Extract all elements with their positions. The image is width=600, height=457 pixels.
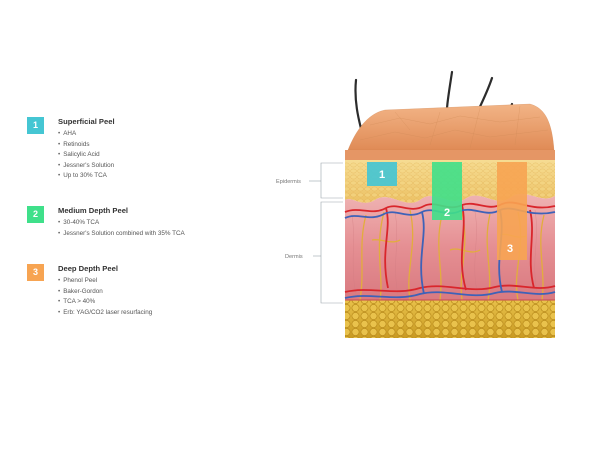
list-item: Salicylic Acid <box>58 150 114 161</box>
peel-1-title: Superficial Peel <box>58 117 115 126</box>
peel-1-badge: 1 <box>27 117 44 134</box>
dermis-bracket <box>313 201 343 304</box>
list-item: AHA <box>58 129 114 140</box>
peel-2-title: Medium Depth Peel <box>58 206 129 215</box>
list-item: TCA > 40% <box>58 297 152 308</box>
epidermis-bracket <box>309 162 343 199</box>
list-item: Jessner's Solution <box>58 161 114 172</box>
list-item: 30-40% TCA <box>58 218 185 229</box>
skin-surface <box>348 104 554 150</box>
peel-2-list: 30-40% TCA Jessner's Solution combined w… <box>58 218 185 239</box>
peel-3-badge: 3 <box>27 264 44 281</box>
list-item: Jessner's Solution combined with 35% TCA <box>58 229 185 240</box>
peel-2-badge: 2 <box>27 206 44 223</box>
list-item: Baker-Gordon <box>58 287 152 298</box>
list-item: Retinoids <box>58 140 114 151</box>
peel-marker-3: 3 <box>497 162 527 260</box>
svg-text:3: 3 <box>507 243 513 255</box>
list-item: Up to 30% TCA <box>58 171 114 182</box>
peel-3-list: Phenol Peel Baker-Gordon TCA > 40% Erb: … <box>58 276 152 318</box>
surface-rim <box>345 150 555 160</box>
peel-marker-1: 1 <box>367 162 397 186</box>
svg-text:2: 2 <box>444 207 450 219</box>
svg-text:1: 1 <box>379 169 385 181</box>
list-item: Erb: YAG/CO2 laser resurfacing <box>58 308 152 319</box>
peel-3-title: Deep Depth Peel <box>58 264 118 273</box>
epidermis-label: Epidermis <box>276 179 301 185</box>
dermis-label: Dermis <box>285 254 303 260</box>
list-item: Phenol Peel <box>58 276 152 287</box>
peel-marker-2: 2 <box>432 162 462 220</box>
peel-1-list: AHA Retinoids Salicylic Acid Jessner's S… <box>58 129 114 182</box>
